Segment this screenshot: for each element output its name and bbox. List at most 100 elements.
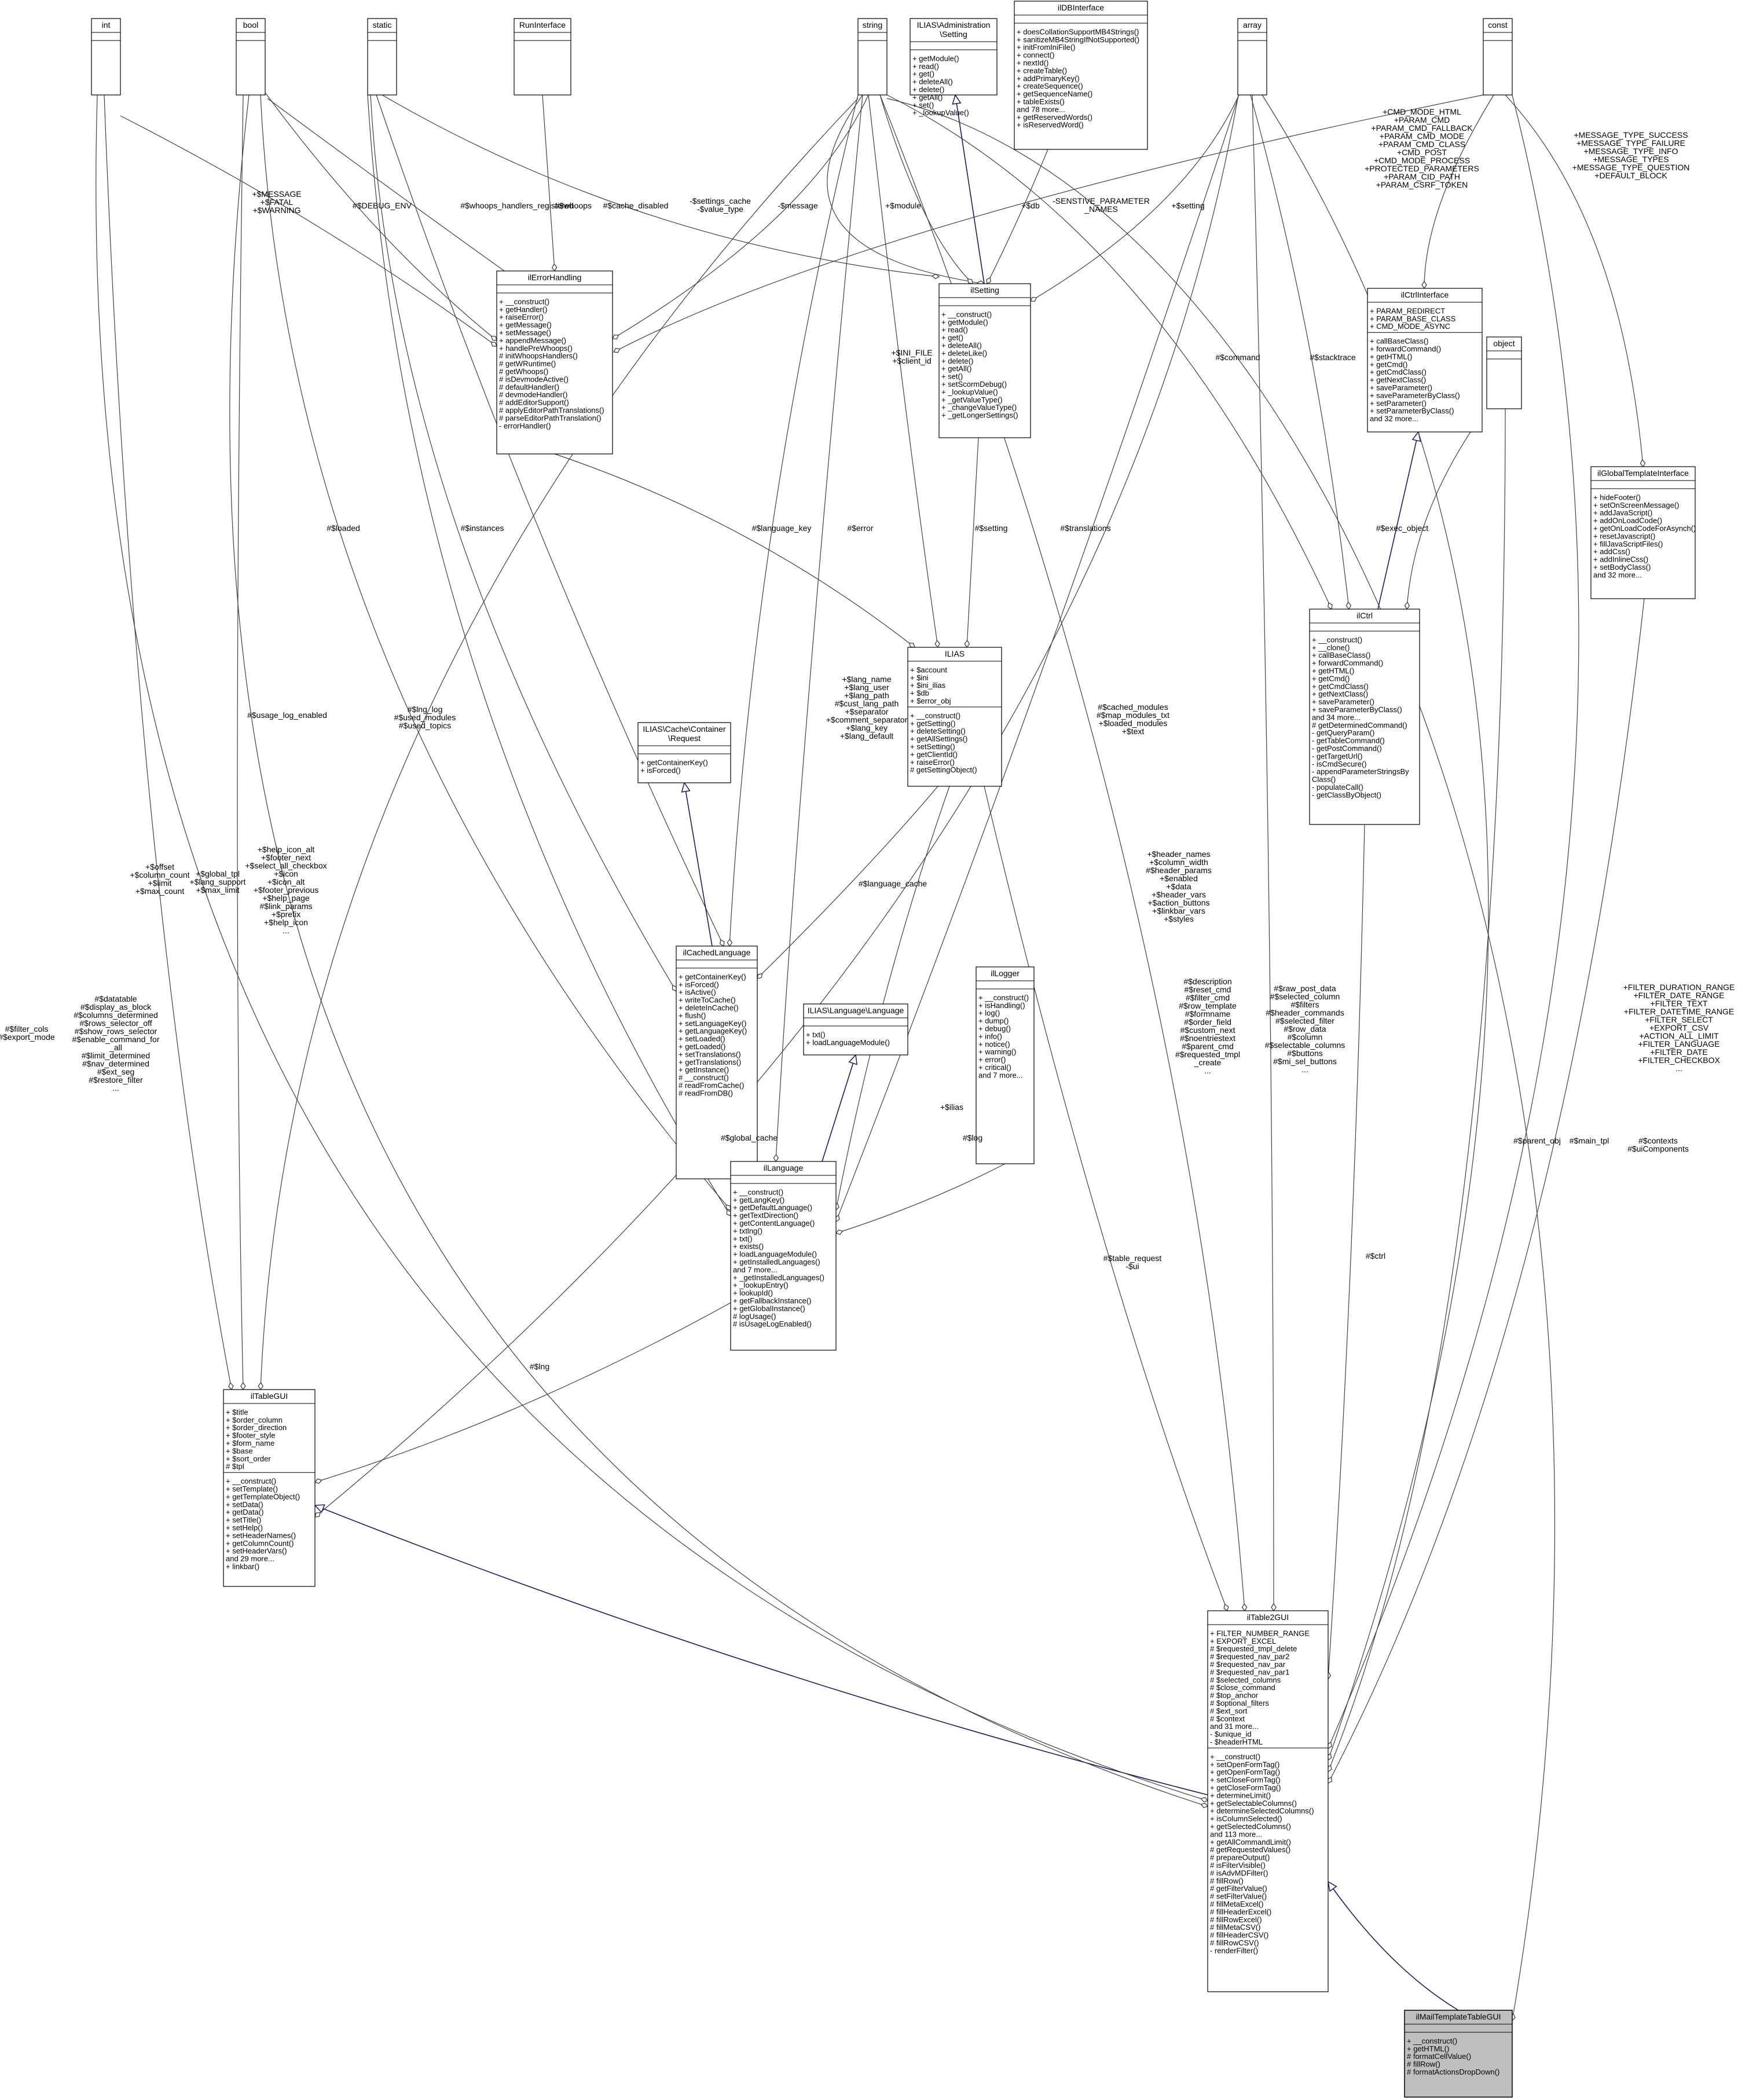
edge-label-line: #$row_template <box>1179 1001 1237 1010</box>
edge-ilias-to-iltable2gui <box>984 786 1227 1611</box>
class-operation: + getLanguageKey() <box>679 1027 747 1035</box>
edge-label-line: #$buttons <box>1287 1049 1323 1058</box>
class-operation: + _lookupValue() <box>912 108 969 117</box>
edge-label-line: #$reset_cmd <box>1185 985 1231 994</box>
class-operation: - getPostCommand() <box>1312 744 1382 753</box>
edge-label-line: #$cache_disabled <box>603 201 669 210</box>
class-operation: + flush() <box>679 1011 706 1020</box>
class-operation: + getFallbackInstance() <box>733 1296 811 1305</box>
class-operation: + addJavaScript() <box>1593 508 1652 517</box>
class-operation: + forwardCommand() <box>1312 659 1383 668</box>
class-operation: + getCmdClass() <box>1312 682 1369 691</box>
class-box <box>907 647 1002 787</box>
class-operation: + getHTML() <box>1407 2044 1449 2053</box>
class-operation: + loadLanguageModule() <box>733 1250 817 1259</box>
class-box <box>637 722 731 783</box>
edge-const-to-ilctrlinterface <box>1424 94 1494 288</box>
class-operation: + createSequence() <box>1017 82 1083 90</box>
class-box <box>910 18 998 96</box>
class-box <box>1309 609 1420 825</box>
edge-label-line: +$prefix <box>272 910 300 919</box>
class-int: int <box>91 18 121 96</box>
class-operation: # applyEditorPathTranslations() <box>499 406 604 415</box>
class-box <box>514 18 571 96</box>
class-operation: + notice() <box>978 1040 1010 1049</box>
edge-label-contexts: #$contexts#$uiComponents <box>1627 1136 1689 1153</box>
class-operation: + setTemplate() <box>226 1485 278 1493</box>
edge-label-table_request: #$table_request-$ui <box>1103 1254 1162 1271</box>
class-bool: bool <box>236 18 266 96</box>
edge-label-line: +$lang_name <box>842 675 891 684</box>
class-box <box>676 945 758 1179</box>
class-string: string <box>857 18 888 96</box>
edge-label-line: #$lng_log <box>408 705 443 714</box>
class-operation: + txt() <box>733 1234 753 1243</box>
class-runinterface: RunInterface <box>514 18 571 96</box>
edge-label-module: +$module <box>885 201 921 210</box>
class-operation: + addPrimaryKey() <box>1017 74 1080 83</box>
class-operation: + __construct() <box>941 310 992 318</box>
class-operation: + saveParameterByClass() <box>1370 391 1460 400</box>
edge-label-line: +$lang_support <box>190 877 246 886</box>
class-operation: + getNextClass() <box>1312 690 1368 698</box>
class-box <box>367 18 397 96</box>
edge-label-line: #$lng <box>530 1362 549 1371</box>
edge-label-line: +PARAM_CMD_FALLBACK <box>1371 123 1473 133</box>
class-operation: + deleteLike() <box>941 349 987 357</box>
edge-label-line: #$requested_tmpl <box>1175 1050 1240 1059</box>
class-operation: + delete() <box>941 357 973 365</box>
class-operation: + setScormDebug() <box>941 380 1007 389</box>
edge-label-line: #$header_params <box>1146 866 1212 875</box>
edge-label-line: ... <box>1675 1064 1682 1073</box>
class-operation: + getModule() <box>941 318 988 327</box>
edge-label-line: +$header_names <box>1147 849 1210 859</box>
class-operation: + setMessage() <box>499 328 551 337</box>
class-operation: + setHeaderVars() <box>226 1546 287 1555</box>
edge-label-line: +$action_buttons <box>1147 898 1209 907</box>
class-operation: + setCloseFormTag() <box>1210 1776 1281 1784</box>
class-ilglobaltemplateinterface: ilGlobalTemplateInterface+ hideFooter()+… <box>1590 466 1696 599</box>
edge-label-ini_file: +$INI_FILE+$client_id <box>891 348 932 365</box>
class-operation: + setHelp() <box>226 1523 263 1532</box>
edge-ilias-to-illanguage <box>836 786 950 1210</box>
edge-label-line: +$styles <box>1164 914 1194 923</box>
edge-label-line: +CMD_MODE_PROCESS <box>1374 156 1470 165</box>
edge-label-line: +$footer_previous <box>254 885 318 895</box>
edge-label-line: +PARAM_CMD_MODE <box>1380 131 1464 141</box>
edge-label-command: #$command <box>1215 353 1260 362</box>
edge-label-line: #$language_key <box>752 523 812 533</box>
class-operation: + getGlobalInstance() <box>733 1304 805 1313</box>
edge-label-line: #$cust_lang_path <box>835 699 899 708</box>
edge-label-line: #$whoops <box>555 201 592 210</box>
class-title: ilTable2GUI <box>1247 1612 1289 1622</box>
edge-label-main_tpl: #$main_tpl <box>1570 1136 1609 1145</box>
class-operation: # getSettingObject() <box>910 765 977 774</box>
class-ilctrl: ilCtrl+ __construct()+ __clone()+ callBa… <box>1309 609 1420 825</box>
class-operation: + sanitizeMB4StringIfNotSupported() <box>1017 35 1139 44</box>
class-operation: + read() <box>941 325 968 334</box>
edge-static-to-ilcachedlanguage <box>376 94 724 946</box>
edge-label-line: +FILTER_DATE_RANGE <box>1633 991 1724 1000</box>
edge-label-line: #$columns_determined <box>74 1010 158 1020</box>
class-operation: Class() <box>1312 775 1336 784</box>
edge-label-line: #$row_data <box>1284 1024 1326 1033</box>
edge-langinterface-to-illanguage <box>822 1055 856 1162</box>
class-box <box>938 283 1031 438</box>
class-attribute: and 31 more... <box>1210 1722 1259 1731</box>
edge-label-line: +ACTION_ALL_LIMIT <box>1639 1031 1719 1040</box>
class-operation: + setOnScreenMessage() <box>1593 501 1679 510</box>
edge-label-msg_consts: +MESSAGE_TYPE_SUCCESS+MESSAGE_TYPE_FAILU… <box>1572 130 1690 180</box>
edge-label-line: +$client_id <box>892 356 931 365</box>
class-title: \Request <box>668 734 701 743</box>
edge-label-line: #$used_modules <box>394 713 456 722</box>
edge-ilctrlinterface-to-ilctrl <box>1377 432 1418 610</box>
edge-array-to-iltablegui <box>315 98 1238 1517</box>
edge-label-line: +$setting <box>1171 201 1204 210</box>
edge-label-line: +$MESSAGE <box>252 189 301 199</box>
edge-ilias-to-ilcachedlanguage <box>757 786 938 978</box>
edge-ildbinterface-to-ilsetting <box>987 149 1048 284</box>
edge-label-whoops: #$whoops <box>555 201 592 210</box>
edge-label-line: #$order_field <box>1184 1017 1231 1027</box>
edge-label-line: #$column <box>1288 1032 1323 1042</box>
class-title: const <box>1488 20 1508 30</box>
